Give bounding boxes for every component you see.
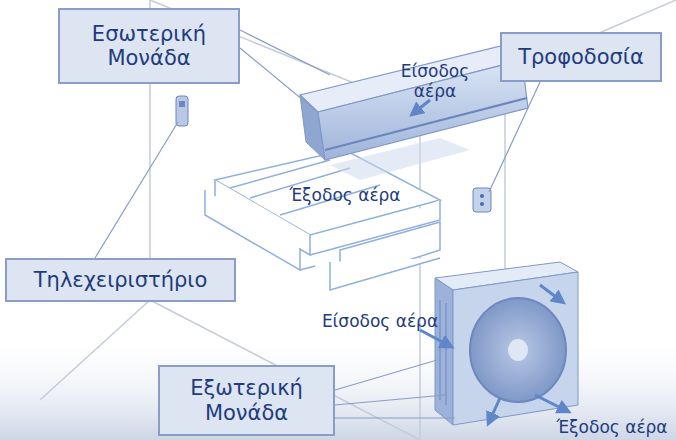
callout-text: Τηλεχειριστήριο <box>34 268 208 292</box>
airflow-label: Έξοδος αέρα <box>548 418 676 438</box>
callout-box: Εσωτερική Μονάδα <box>58 8 240 84</box>
outdoor-unit <box>435 262 578 425</box>
callout-text: Τροφοδοσία <box>518 45 644 69</box>
airflow-label: Είσοδος αέρα <box>290 312 470 332</box>
remote-control <box>176 96 188 126</box>
airflow-arrows <box>415 100 565 420</box>
airflow-label: Έξοδος αέρα <box>285 186 405 206</box>
sofa <box>205 150 440 290</box>
callout-text: Εξωτερική Μονάδα <box>166 376 327 424</box>
callout-box: Τροφοδοσία <box>500 32 662 82</box>
indoor-unit <box>300 45 528 180</box>
callout-text: Εσωτερική Μονάδα <box>66 22 232 70</box>
room-outline <box>40 0 676 440</box>
airflow-label: Είσοδος αέρα <box>392 62 478 101</box>
callout-box: Εξωτερική Μονάδα <box>158 365 335 436</box>
callout-box: Τηλεχειριστήριο <box>5 258 236 302</box>
leader-lines <box>95 30 540 418</box>
power-outlet <box>473 188 491 212</box>
